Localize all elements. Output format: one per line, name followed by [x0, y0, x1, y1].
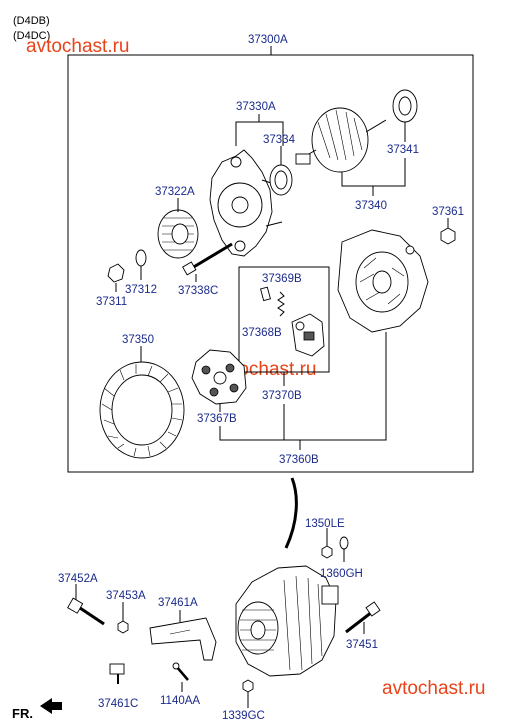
pulley-part[interactable]: [157, 209, 199, 259]
nut-1339gc-part[interactable]: [242, 679, 254, 693]
engine-code-d4db: (D4DB): [13, 15, 50, 27]
label-37340[interactable]: 37340: [355, 200, 387, 212]
label-37461a[interactable]: 37461A: [158, 597, 198, 609]
label-37300a[interactable]: 37300A: [248, 34, 288, 46]
nut-37311-part[interactable]: [107, 263, 125, 283]
engine-code-d4dc: (D4DC): [13, 30, 50, 42]
label-37330a[interactable]: 37330A: [236, 101, 276, 113]
brush-spring-part[interactable]: [277, 291, 285, 317]
alternator-assembly-part[interactable]: [235, 565, 339, 677]
label-1339gc[interactable]: 1339GC: [222, 710, 265, 722]
label-37311[interactable]: 37311: [96, 296, 127, 308]
label-37312[interactable]: 37312: [125, 284, 157, 296]
bearing-37334-part[interactable]: [269, 164, 293, 196]
washer-37312-part[interactable]: [135, 249, 147, 267]
assembly-connector-curve: [284, 477, 298, 549]
label-37368b[interactable]: 37368B: [242, 327, 282, 339]
stator-part[interactable]: [99, 361, 185, 459]
bolt-37452a-part[interactable]: [67, 597, 105, 626]
label-37461c[interactable]: 37461C: [98, 698, 138, 710]
fitting-37461c-part[interactable]: [109, 663, 125, 684]
bracket-37461a-part[interactable]: [149, 617, 217, 661]
label-37334[interactable]: 37334: [263, 134, 296, 146]
label-37350[interactable]: 37350: [122, 334, 154, 346]
label-37360b[interactable]: 37360B: [279, 454, 319, 466]
nut-37361-part[interactable]: [440, 227, 456, 245]
label-37452a[interactable]: 37452A: [58, 573, 98, 585]
rectifier-part[interactable]: [191, 349, 247, 405]
label-37361[interactable]: 37361: [432, 206, 464, 218]
nut-37453a-part[interactable]: [117, 620, 129, 634]
direction-label: FR.: [12, 706, 33, 721]
label-1360gh[interactable]: 1360GH: [320, 568, 363, 580]
label-37451[interactable]: 37451: [346, 639, 378, 651]
front-arrow-icon: [40, 698, 62, 714]
bolt-37338c-part[interactable]: [182, 242, 233, 276]
washer-1360gh-part[interactable]: [339, 536, 349, 550]
bolt-37451-part[interactable]: [345, 601, 381, 634]
rotor-part[interactable]: [295, 107, 387, 173]
bearing-37341-part[interactable]: [392, 89, 418, 123]
bolt-1140aa-part[interactable]: [172, 662, 189, 681]
label-37338c[interactable]: 37338C: [178, 285, 218, 297]
label-37370b[interactable]: 37370B: [262, 390, 302, 402]
label-37341[interactable]: 37341: [387, 144, 419, 156]
label-37367b[interactable]: 37367B: [197, 413, 237, 425]
label-37322a[interactable]: 37322A: [155, 186, 195, 198]
front-housing-part[interactable]: [209, 149, 283, 257]
regulator-part[interactable]: [291, 313, 325, 357]
label-37369b[interactable]: 37369B: [262, 273, 302, 285]
label-1350le[interactable]: 1350LE: [305, 518, 345, 530]
watermark-bottom: avtochast.ru: [382, 678, 486, 699]
bracket-37360b: [219, 332, 387, 441]
nut-1350le-part[interactable]: [321, 545, 333, 559]
label-37453a[interactable]: 37453A: [106, 590, 146, 602]
rear-housing-part[interactable]: [337, 229, 429, 333]
watermark-top: avtochast.ru: [26, 36, 130, 57]
brush-part[interactable]: [259, 286, 271, 302]
label-1140aa[interactable]: 1140AA: [160, 695, 200, 707]
